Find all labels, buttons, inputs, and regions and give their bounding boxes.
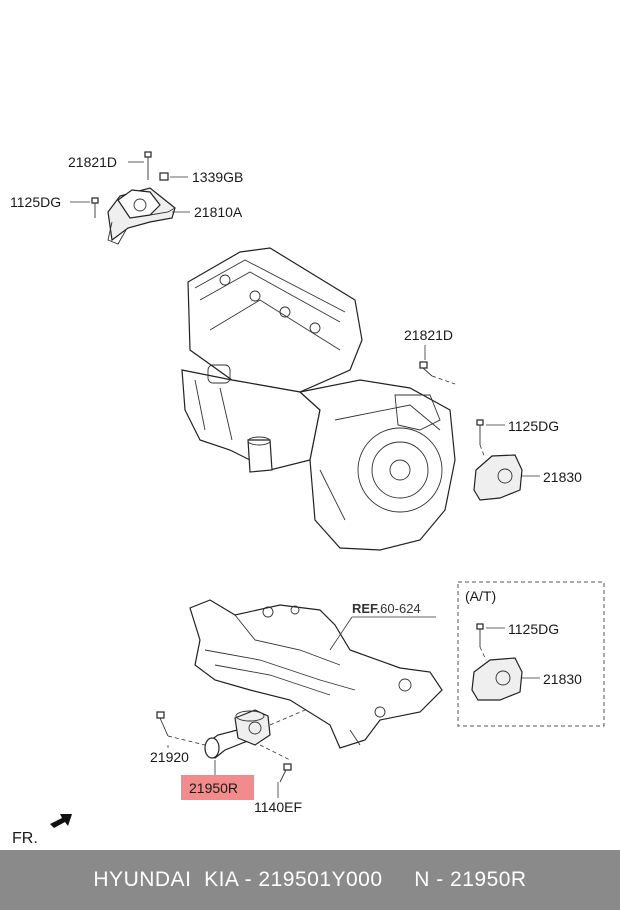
label-front: FR. bbox=[12, 830, 38, 847]
at-variant-box bbox=[457, 581, 605, 727]
label-21920: 21920 bbox=[150, 749, 189, 765]
label-ref: REF.60-624 bbox=[352, 601, 421, 616]
front-arrow-icon bbox=[50, 814, 72, 828]
label-1125dg-at: 1125DG bbox=[508, 621, 559, 637]
trans-mount-21830-at bbox=[471, 657, 523, 701]
label-21830-at: 21830 bbox=[543, 671, 582, 687]
engine-mount-21810a bbox=[107, 187, 176, 245]
nut-1339gb-top bbox=[159, 172, 169, 181]
bolt-1125dg-top bbox=[91, 197, 99, 218]
label-21950r: 21950R bbox=[189, 780, 238, 796]
highlight-21950r bbox=[181, 775, 254, 800]
label-21821d-top: 21821D bbox=[68, 154, 117, 170]
bolt-21920 bbox=[156, 711, 169, 737]
label-ref-prefix: REF. bbox=[352, 601, 380, 616]
label-ref-number: 60-624 bbox=[380, 601, 420, 616]
bolt-1140ef bbox=[279, 763, 292, 783]
footer-text: HYUNDAI KIA - 219501Y000 N - 21950R bbox=[93, 868, 527, 891]
label-21810a: 21810A bbox=[194, 204, 243, 220]
exploded-parts-diagram: 21821D 1339GB 1125DG 21810A bbox=[10, 151, 605, 847]
bolt-1125dg-at bbox=[476, 623, 484, 647]
bolt-1125dg-mid bbox=[476, 419, 484, 445]
label-1339gb-top: 1339GB bbox=[192, 169, 243, 185]
bolt-21821d-top bbox=[144, 151, 152, 180]
label-1140ef: 1140EF bbox=[254, 799, 302, 815]
trans-mount-21830-mid bbox=[473, 454, 523, 501]
engine-assembly bbox=[181, 247, 456, 551]
part-number-footer: HYUNDAI KIA - 219501Y000 N - 21950R bbox=[0, 850, 620, 910]
roll-rod-21950r bbox=[204, 709, 271, 759]
label-at: (A/T) bbox=[465, 588, 496, 604]
subframe-crossmember bbox=[189, 599, 443, 749]
label-21830-mid: 21830 bbox=[543, 469, 582, 485]
label-1125dg-top: 1125DG bbox=[10, 194, 61, 210]
label-21821d-mid: 21821D bbox=[404, 327, 453, 343]
bolt-21821d-mid bbox=[419, 361, 433, 377]
label-1125dg-mid: 1125DG bbox=[508, 418, 559, 434]
